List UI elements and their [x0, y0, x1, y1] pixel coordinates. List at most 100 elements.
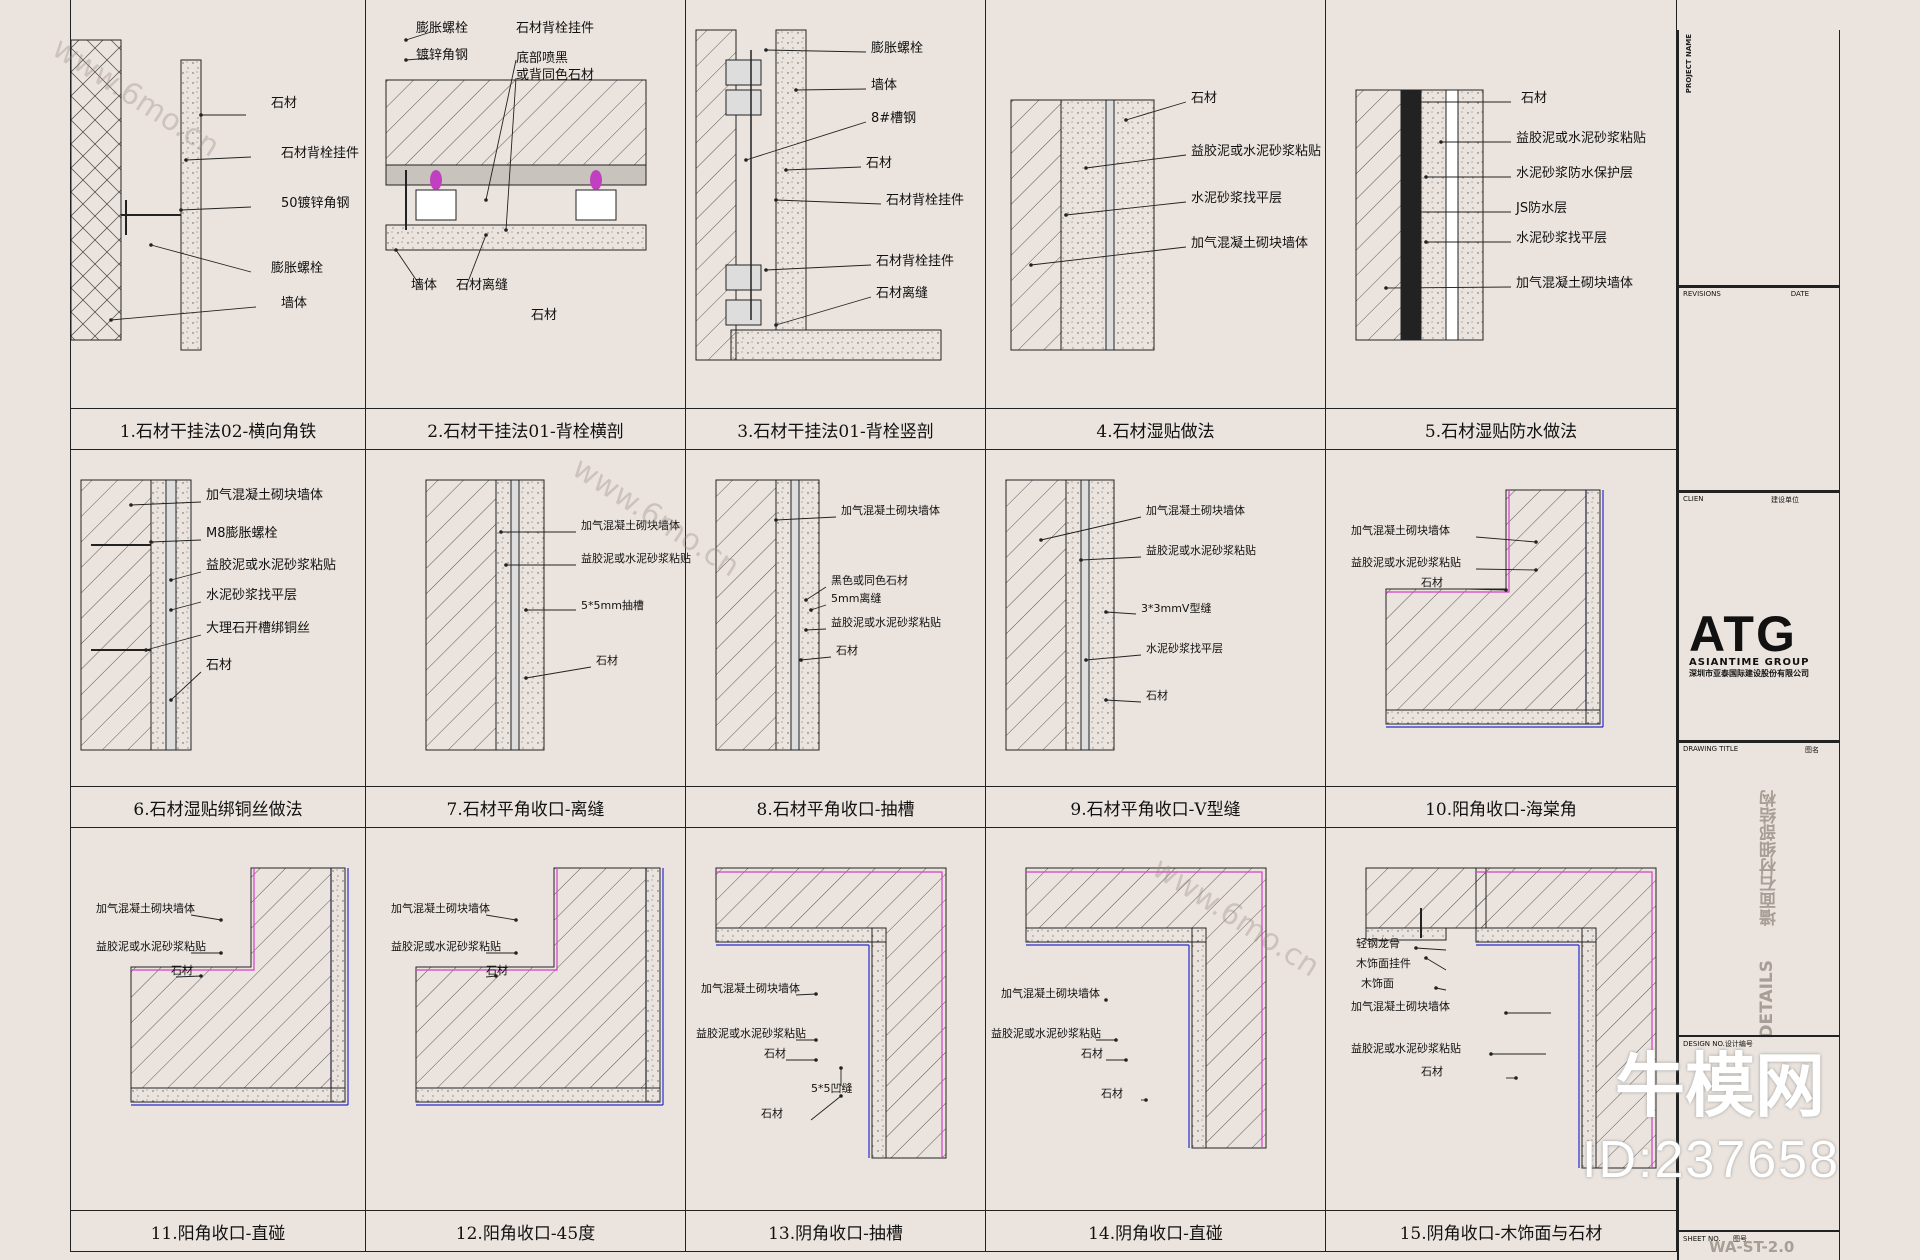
detail-panel: 石材益胶泥或水泥砂浆粘贴水泥砂浆防水保护层 JS防水层水泥砂浆找平层加气混凝土砌块…: [1326, 0, 1677, 450]
callout-label: 石材背栓挂件: [516, 21, 595, 36]
callout-label: 石材: [836, 644, 858, 657]
callout-label: 轻钢龙骨: [1356, 937, 1400, 950]
panel-caption: 8.石材平角收口-抽槽: [686, 786, 985, 827]
callout-label: 石材: [1521, 91, 1548, 106]
callout-label: 加气混凝土砌块墙体: [1191, 236, 1309, 251]
callout-label: 木饰面: [1361, 977, 1394, 990]
callout-label: 益胶泥或水泥砂浆粘贴: [831, 616, 941, 629]
sheet-code: WA-ST-2.0: [1709, 1238, 1795, 1256]
callout-label: 加气混凝土砌块墙体: [96, 902, 195, 915]
callout-label: 墙体: [281, 296, 308, 311]
callout-label: 石材: [486, 964, 508, 977]
client-cn-label: 建设单位: [1771, 496, 1799, 504]
callout-label: 石材: [866, 156, 893, 171]
callout-label: 益胶泥或水泥砂浆粘贴: [206, 558, 337, 573]
callout-label: 5*5凹缝: [811, 1082, 853, 1095]
drawing-title-row: DRAWING TITLE 图名: [1679, 740, 1839, 755]
callout-label: 加气混凝土砌块墙体: [1001, 987, 1100, 1000]
callout-label: 加气混凝土砌块墙体: [1516, 276, 1634, 291]
panel-caption: 1.石材干挂法02-横向角铁: [71, 408, 365, 449]
callout-label: 加气混凝土砌块墙体: [1146, 504, 1245, 517]
callout-label: 石材: [764, 1047, 786, 1060]
brand-watermark: 牛模网: [1615, 1045, 1825, 1127]
atg-logo: ATG ASIANTIME GROUP 深圳市亚泰国际建设股份有限公司: [1689, 605, 1829, 679]
panel-caption: 9.石材平角收口-V型缝: [986, 786, 1325, 827]
callout-label: 水泥砂浆找平层: [1146, 642, 1223, 655]
callout-label: 益胶泥或水泥砂浆粘贴: [391, 940, 501, 953]
callout-label: 加气混凝土砌块墙体: [206, 488, 324, 503]
detail-drawing: [415, 867, 664, 1106]
panel-caption: 14.阴角收口-直碰: [986, 1210, 1325, 1251]
date-label: DATE: [1790, 290, 1809, 298]
panel-caption: 11.阳角收口-直碰: [71, 1210, 365, 1251]
drawing-title-label: DRAWING TITLE: [1683, 745, 1739, 753]
detail-drawing: [1355, 89, 1512, 341]
callout-label: 水泥砂浆找平层: [1516, 231, 1608, 246]
id-watermark: ID:237658: [1582, 1131, 1840, 1189]
panel-caption: 7.石材平角收口-离缝: [366, 786, 685, 827]
detail-panel: 加气混凝土砌块墙体益胶泥或水泥砂浆粘贴石材 11.阳角收口-直碰: [70, 828, 366, 1252]
callout-label: 益胶泥或水泥砂浆粘贴: [1191, 144, 1322, 159]
client-label: CLIEN: [1683, 495, 1704, 503]
callout-label: 加气混凝土砌块墙体: [581, 519, 680, 532]
callout-label: 5*5mm抽槽: [581, 599, 644, 612]
callout-label: 益胶泥或水泥砂浆粘贴: [581, 552, 691, 565]
drawing-name-cn: 墙面石材细部结构: [1760, 790, 1780, 926]
callout-label: 墙体: [411, 278, 438, 293]
callout-label: 石材: [531, 308, 558, 323]
revisions-label: REVISIONS: [1683, 290, 1721, 298]
detail-drawing: [1025, 867, 1267, 1149]
logo-mark: ATG: [1689, 606, 1797, 662]
callout-label: 石材离缝: [876, 286, 929, 301]
panel-caption: 3.石材干挂法01-背栓竖剖: [686, 408, 985, 449]
detail-drawing: [130, 867, 349, 1106]
design-no-row: DESIGN NO.设计编号: [1679, 1035, 1839, 1051]
callout-label: 益胶泥或水泥砂浆粘贴: [1351, 1042, 1461, 1055]
callout-label: M8膨胀螺栓: [206, 526, 278, 541]
callout-label: 8#槽钢: [871, 111, 917, 126]
panel-caption: 10.阳角收口-海棠角: [1326, 786, 1676, 827]
callout-label: 石材: [1101, 1087, 1123, 1100]
callout-label: 石材: [1081, 1047, 1103, 1060]
callout-label: 黑色或同色石材: [831, 574, 908, 587]
detail-drawing: [1005, 479, 1142, 751]
callout-label: 水泥砂浆找平层: [1191, 191, 1283, 206]
callout-label: 益胶泥或水泥砂浆粘贴: [96, 940, 206, 953]
callout-label: 水泥砂浆防水保护层: [1516, 166, 1634, 181]
detail-panel: 加气混凝土砌块墙体益胶泥或水泥砂浆粘贴 5*5mm抽槽石材 7.石材平角收口-离缝: [366, 450, 691, 828]
callout-label: 石材背栓挂件: [876, 254, 955, 269]
callout-label: 石材: [1191, 91, 1218, 106]
callout-label: 石材: [206, 658, 233, 673]
callout-label: 膨胀螺栓: [271, 261, 324, 276]
drawing-name-en: DETAILS: [1757, 960, 1777, 1039]
panel-caption: 2.石材干挂法01-背栓横剖: [366, 408, 685, 449]
callout-label: 或背同色石材: [516, 68, 595, 83]
panel-caption: 15.阴角收口-木饰面与石材: [1326, 1210, 1676, 1251]
revisions-row: REVISIONS DATE: [1679, 285, 1839, 307]
detail-drawing: [1365, 867, 1657, 1169]
callout-label: 益胶泥或水泥砂浆粘贴: [1516, 131, 1647, 146]
sheet-no-label: SHEET NO.: [1683, 1235, 1721, 1243]
callout-label: 益胶泥或水泥砂浆粘贴: [1351, 556, 1461, 569]
panel-caption: 12.阳角收口-45度: [366, 1210, 685, 1251]
callout-label: 石材: [171, 964, 193, 977]
callout-label: 石材: [761, 1107, 783, 1120]
callout-label: 石材: [596, 654, 618, 667]
detail-drawing: [715, 867, 947, 1159]
callout-label: JS防水层: [1516, 201, 1568, 216]
panel-caption: 6.石材湿贴绑铜丝做法: [71, 786, 365, 827]
callout-label: 底部喷黑: [516, 51, 569, 66]
callout-label: 石材背栓挂件: [281, 146, 360, 161]
